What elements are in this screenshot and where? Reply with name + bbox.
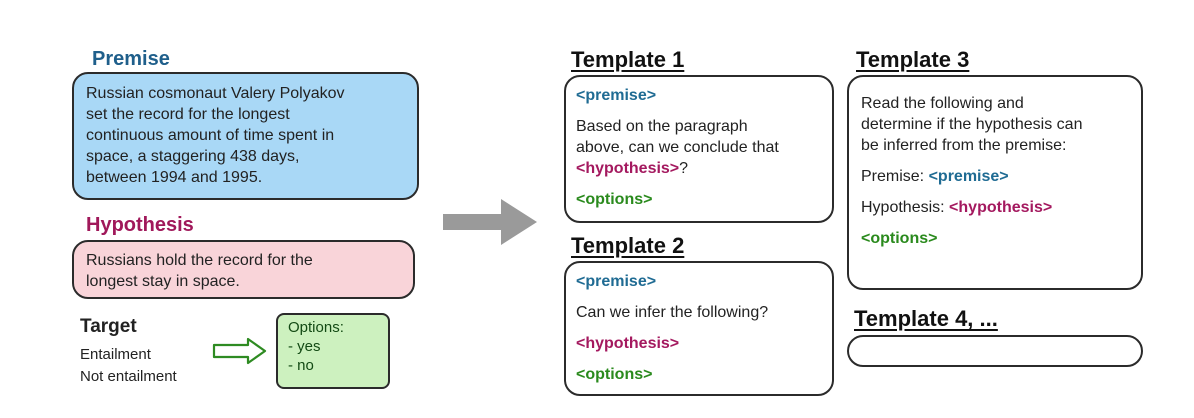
hypothesis-label: Hypothesis:: [861, 199, 950, 216]
options-tag: <options>: [861, 230, 938, 247]
outline-right-arrow-icon: [212, 337, 267, 365]
options-line: Options:: [288, 319, 344, 336]
template-3-line: determine if the hypothesis can: [861, 116, 1083, 133]
premise-line: between 1994 and 1995.: [86, 169, 263, 186]
template-1-title: Template 1: [571, 47, 685, 72]
premise-tag: <premise>: [576, 87, 657, 104]
premise-tag: <premise>: [928, 168, 1009, 185]
hypothesis-tag: <hypothesis>: [949, 199, 1053, 216]
right-arrow-icon: [443, 199, 537, 245]
premise-line: Russian cosmonaut Valery Polyakov: [86, 85, 345, 102]
options-tag: <options>: [576, 366, 653, 383]
target-not-entailment: Not entailment: [80, 368, 177, 385]
template-2-title: Template 2: [571, 233, 685, 258]
options-line: - yes: [288, 338, 321, 355]
hypothesis-line: Russians hold the record for the: [86, 252, 313, 269]
hypothesis-tag: <hypothesis>: [576, 335, 680, 352]
template-4-box: [847, 335, 1143, 367]
template-1-hypothesis-line: <hypothesis>?: [576, 158, 822, 179]
premise-line: set the record for the longest: [86, 106, 290, 123]
question-mark: ?: [679, 160, 689, 177]
hypothesis-line: longest stay in space.: [86, 273, 240, 290]
template-3-title: Template 3: [856, 47, 970, 72]
template-3-premise-row: Premise: <premise>: [861, 166, 1129, 187]
premise-tag: <premise>: [576, 273, 657, 290]
options-line: - no: [288, 357, 314, 374]
premise-line: space, a staggering 438 days,: [86, 148, 300, 165]
template-3-line: be inferred from the premise:: [861, 137, 1067, 154]
premise-line: continuous amount of time spent in: [86, 127, 335, 144]
hypothesis-heading: Hypothesis: [86, 214, 194, 236]
target-entailment: Entailment: [80, 346, 151, 363]
template-3-box: Read the following and determine if the …: [847, 75, 1143, 290]
template-2-text: Can we infer the following?: [576, 304, 769, 321]
premise-label: Premise:: [861, 168, 929, 185]
template-3-hypothesis-row: Hypothesis: <hypothesis>: [861, 197, 1129, 218]
options-tag: <options>: [576, 191, 653, 208]
hypothesis-tag: <hypothesis>: [576, 160, 680, 177]
template-1-box: <premise> Based on the paragraph above, …: [564, 75, 834, 223]
premise-heading: Premise: [92, 48, 170, 70]
hypothesis-box: Russians hold the record for the longest…: [72, 240, 415, 299]
options-box: Options: - yes - no: [276, 313, 390, 389]
template-2-box: <premise> Can we infer the following? <h…: [564, 261, 834, 396]
template-1-line: Based on the paragraph: [576, 118, 748, 135]
template-3-line: Read the following and: [861, 95, 1024, 112]
premise-box: Russian cosmonaut Valery Polyakov set th…: [72, 72, 419, 200]
template-1-line: above, can we conclude that: [576, 139, 779, 156]
target-title: Target: [80, 316, 137, 337]
template-4-title: Template 4, ...: [854, 306, 998, 331]
